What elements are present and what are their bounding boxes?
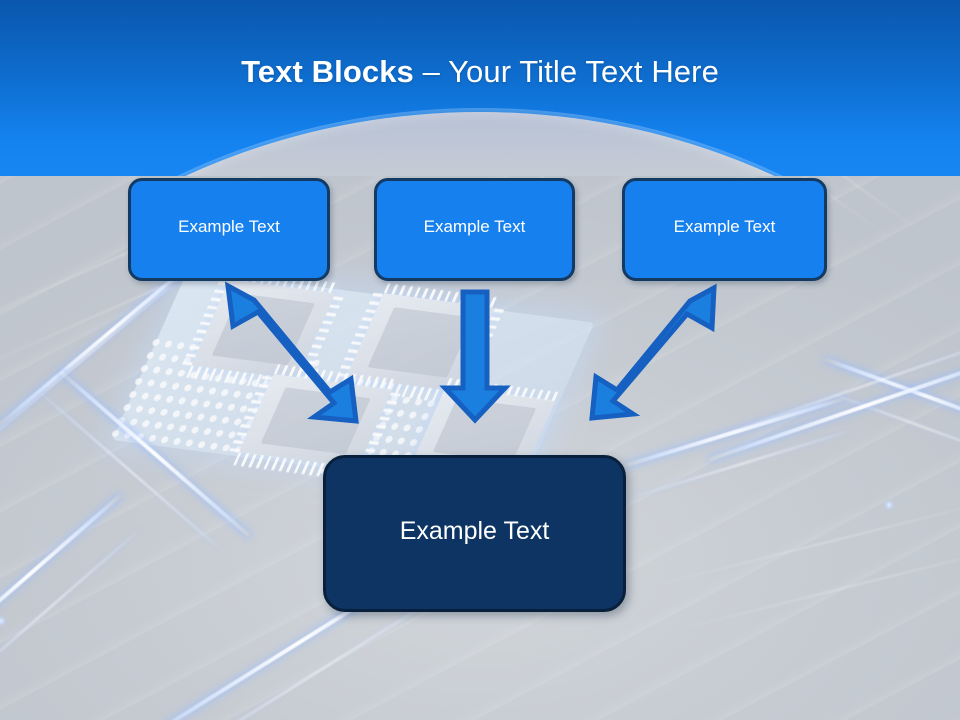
text-block-1-label: Example Text [178,216,280,236]
text-block-2-label: Example Text [423,216,526,236]
text-block-3-label: Example Text [673,216,776,236]
arrow-down-right[interactable] [224,281,359,424]
page-title-separator: – [413,54,449,89]
arrow-down[interactable] [439,289,511,424]
text-block-2[interactable]: Example Text [374,178,575,281]
header-band [0,0,960,176]
text-block-3[interactable]: Example Text [622,178,827,281]
page-title: Text Blocks – Your Title Text Here [0,52,960,92]
text-block-summary-label: Example Text [399,517,550,545]
text-block-1[interactable]: Example Text [128,178,330,281]
page-title-strong: Text Blocks [241,54,414,89]
text-block-summary[interactable]: Example Text [323,455,626,612]
header-arc-highlight [0,108,960,176]
page-title-light: Your Title Text Here [448,54,719,89]
arrow-down-left[interactable] [589,283,717,421]
spark-right [884,500,894,510]
spark-left-bottom [0,616,6,626]
